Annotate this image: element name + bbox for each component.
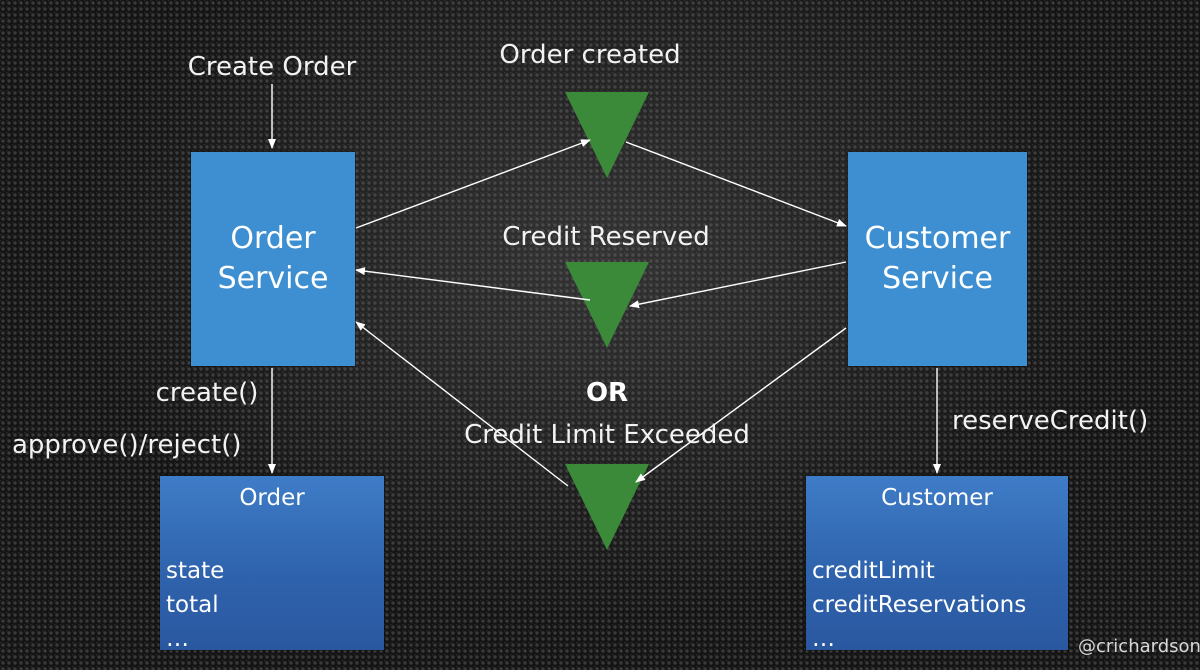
customer-field-more: … [812, 626, 835, 652]
order-service-box: Order Service [191, 152, 355, 366]
customer-entity-title: Customer [881, 485, 993, 511]
create-order-label: Create Order [187, 52, 357, 82]
order-field-total: total [166, 592, 219, 618]
customer-field-credit-limit: creditLimit [812, 558, 935, 584]
order-service-title-line1: Order [230, 221, 316, 256]
arrow-customer-service-to-credit-limit-exceeded [635, 327, 847, 483]
arrow-order-service-to-order-created [355, 139, 591, 229]
credit-reserved-event-icon [565, 262, 649, 348]
author-handle: @crichardson [1078, 636, 1200, 657]
customer-field-credit-reservations: creditReservations [812, 592, 1027, 618]
order-created-label: Order created [499, 40, 681, 70]
order-field-more: … [166, 626, 189, 652]
order-entity-title: Order [239, 485, 305, 511]
customer-entity-fields: creditLimit creditReservations … [812, 554, 1026, 656]
credit-reserved-label: Credit Reserved [502, 222, 710, 252]
order-entity-fields: state total … [166, 554, 224, 656]
credit-limit-exceeded-event-icon [565, 464, 649, 550]
approve-reject-method-label: approve()/reject() [12, 430, 242, 460]
customer-service-title-line1: Customer [864, 221, 1011, 256]
customer-entity-box: Customer creditLimit creditReservations … [806, 476, 1068, 652]
arrow-credit-reserved-to-order-service [355, 267, 591, 301]
arrow-credit-limit-exceeded-to-order-service [355, 321, 569, 487]
order-entity-box: Order state total … [160, 476, 384, 652]
order-service-title-line2: Service [217, 261, 329, 296]
customer-service-title-line2: Service [882, 261, 993, 296]
arrow-customer-service-to-credit-reserved [629, 261, 847, 309]
order-created-event-icon [565, 92, 649, 178]
credit-limit-exceeded-label: Credit Limit Exceeded [464, 420, 750, 450]
arrow-order-created-to-customer-service [625, 141, 847, 227]
customer-service-box: Customer Service [848, 152, 1027, 366]
reserve-credit-method-label: reserveCredit() [952, 406, 1149, 436]
create-method-label: create() [155, 378, 259, 408]
order-field-state: state [166, 558, 225, 584]
or-label: OR [585, 378, 629, 408]
